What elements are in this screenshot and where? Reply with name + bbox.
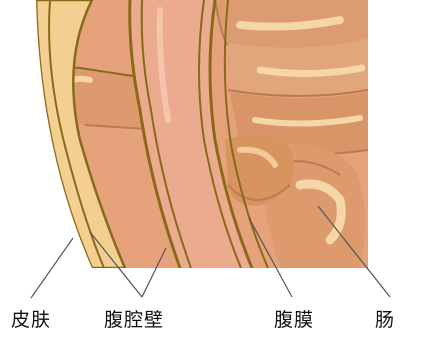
leader-skin — [31, 238, 73, 298]
label-abdominal-wall: 腹腔壁 — [104, 308, 164, 332]
intestine-loops — [215, 0, 368, 155]
label-skin: 皮肤 — [11, 308, 51, 332]
label-peritoneum: 腹膜 — [274, 308, 314, 332]
label-intestine: 肠 — [375, 308, 395, 332]
